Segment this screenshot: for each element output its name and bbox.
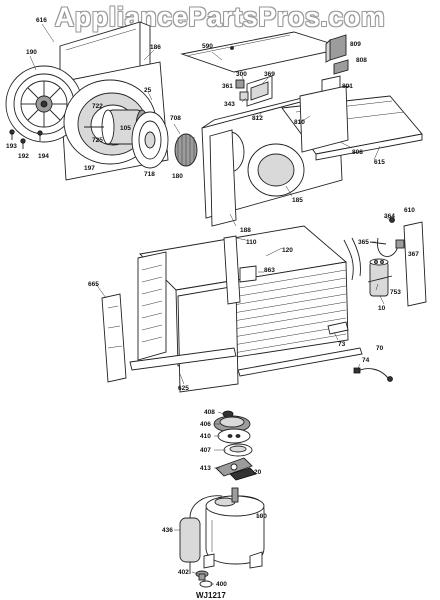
overload-protector-407[interactable] <box>223 443 253 457</box>
terminal-cover-406[interactable] <box>213 415 251 433</box>
label-407: 407 <box>200 447 211 454</box>
capacitor-strap[interactable] <box>367 275 393 283</box>
label-722: 722 <box>92 103 103 110</box>
label-361: 361 <box>222 83 233 90</box>
label-194: 194 <box>38 153 49 160</box>
blower-wheel[interactable] <box>174 133 198 167</box>
bracket-863[interactable] <box>239 265 257 283</box>
label-406: 406 <box>200 421 211 428</box>
switch-components[interactable] <box>235 79 249 101</box>
label-185: 185 <box>292 197 303 204</box>
label-665: 665 <box>88 281 99 288</box>
label-753: 753 <box>390 289 401 296</box>
label-809: 809 <box>350 41 361 48</box>
leader-lines <box>29 23 391 585</box>
compressor[interactable] <box>203 487 265 569</box>
part-labels: 616 590 809 808 190 186 300 361 369 801 … <box>6 17 419 600</box>
label-708: 708 <box>170 115 181 122</box>
label-725: 725 <box>92 137 103 144</box>
support-bar[interactable] <box>129 347 237 371</box>
side-grille-panel[interactable] <box>101 293 127 383</box>
condenser-coil[interactable] <box>139 225 349 367</box>
label-408: 408 <box>204 409 215 416</box>
accumulator[interactable] <box>179 495 223 574</box>
label-197: 197 <box>84 165 95 172</box>
label-110: 110 <box>246 239 257 246</box>
coil-bracket-110[interactable] <box>223 235 241 305</box>
label-100: 100 <box>256 513 267 520</box>
motor-mount-bracket[interactable] <box>131 111 169 169</box>
label-610: 610 <box>404 207 415 214</box>
label-402: 402 <box>178 569 189 576</box>
label-193: 193 <box>6 143 17 150</box>
label-400: 400 <box>216 581 227 588</box>
mounting-grommet-402[interactable] <box>195 570 209 581</box>
label-74: 74 <box>362 357 370 364</box>
capacitor-bracket-610[interactable] <box>403 221 427 307</box>
label-188: 188 <box>240 227 251 234</box>
label-369: 369 <box>264 71 275 78</box>
label-120: 120 <box>282 247 293 254</box>
fan-blade[interactable] <box>5 65 83 143</box>
fasteners[interactable] <box>9 129 43 149</box>
label-190: 190 <box>26 49 37 56</box>
control-panel-bracket[interactable] <box>246 75 273 107</box>
label-70: 70 <box>376 345 384 352</box>
label-343: 343 <box>224 101 235 108</box>
screw-small[interactable] <box>230 46 234 50</box>
label-436: 436 <box>162 527 173 534</box>
label-801: 801 <box>342 83 353 90</box>
thermostat-sensor[interactable] <box>353 367 393 382</box>
label-808: 808 <box>356 57 367 64</box>
watermark: AppliancePartsPros.com <box>54 2 386 32</box>
cord-strain-relief-367[interactable] <box>395 239 405 249</box>
label-300: 300 <box>236 71 247 78</box>
label-413: 413 <box>200 465 211 472</box>
gasket-410[interactable] <box>217 428 251 444</box>
mounting-bracket-809[interactable] <box>325 34 347 63</box>
label-20: 20 <box>254 469 262 476</box>
label-810: 810 <box>294 119 305 126</box>
label-365: 365 <box>358 239 369 246</box>
label-615: 615 <box>374 159 385 166</box>
label-73: 73 <box>338 341 346 348</box>
label-616: 616 <box>36 17 47 24</box>
power-cord[interactable] <box>377 237 399 257</box>
label-718: 718 <box>144 171 155 178</box>
mounting-bracket-808[interactable] <box>333 59 349 75</box>
terminal-block-20[interactable] <box>229 467 257 481</box>
label-364: 364 <box>384 213 395 220</box>
label-410: 410 <box>200 433 211 440</box>
label-180: 180 <box>172 173 183 180</box>
base-rail[interactable] <box>237 347 363 377</box>
cord-clip-364[interactable] <box>389 217 395 223</box>
label-590: 590 <box>202 43 213 50</box>
label-863: 863 <box>264 267 275 274</box>
tubing-lines[interactable] <box>343 237 361 281</box>
label-812: 812 <box>252 115 263 122</box>
label-625: 625 <box>178 385 189 392</box>
top-cover-panel[interactable] <box>180 31 347 73</box>
label-186: 186 <box>150 44 161 51</box>
label-10: 10 <box>378 305 386 312</box>
bracket-413[interactable] <box>215 457 253 477</box>
wire-365[interactable] <box>369 241 387 245</box>
label-25: 25 <box>144 87 152 94</box>
back-panel[interactable] <box>209 129 237 227</box>
partition-panel[interactable] <box>299 85 349 153</box>
label-105: 105 <box>120 125 131 132</box>
figure-code: WJ1217 <box>196 591 226 600</box>
label-367: 367 <box>408 251 419 258</box>
label-192: 192 <box>18 153 29 160</box>
label-808b: 808 <box>352 149 363 156</box>
evaporator-coil[interactable] <box>137 251 167 361</box>
drain-part-73[interactable] <box>327 321 349 335</box>
